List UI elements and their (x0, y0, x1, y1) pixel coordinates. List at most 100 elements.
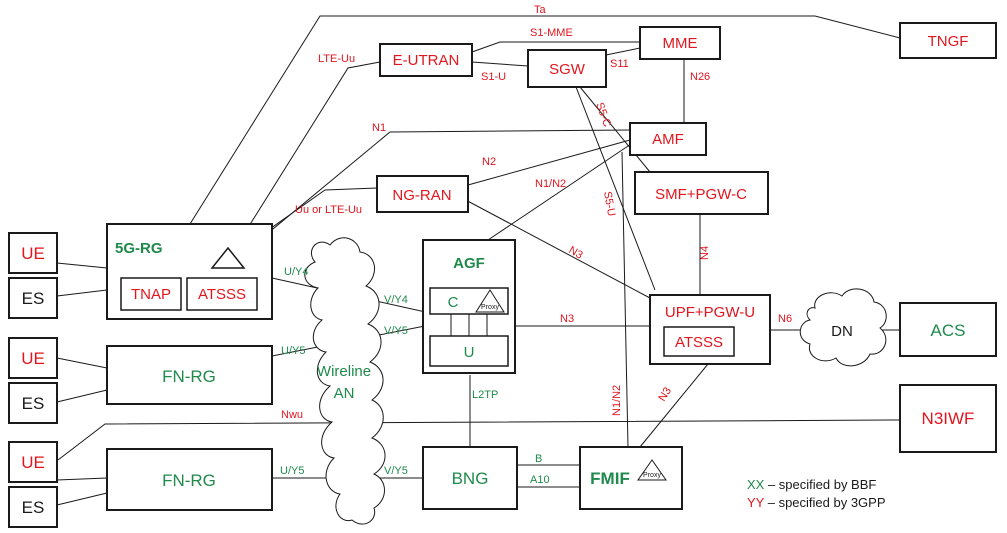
e-utran-label: E-UTRAN (393, 52, 460, 69)
l2tp-label: L2TP (472, 389, 498, 401)
es-2-label: ES (22, 394, 45, 413)
n1-label: N1 (372, 122, 386, 134)
es-1-label: ES (22, 289, 45, 308)
s1-u-link (471, 61, 529, 67)
agf-label: AGF (453, 255, 485, 272)
n3-fmif-label: N3 (656, 385, 674, 403)
ue-2-label: UE (21, 349, 45, 368)
acs-label: ACS (931, 321, 966, 340)
legend: XX – specified by BBF YY – specified by … (747, 477, 886, 510)
fmif-node[interactable]: FMIF Proxy (579, 446, 683, 510)
fn-rg-top-node[interactable]: FN-RG (106, 345, 273, 405)
ng-ran-node[interactable]: NG-RAN (376, 175, 469, 213)
fn-rg-bottom-node[interactable]: FN-RG (106, 448, 273, 511)
smf-pgw-c-node[interactable]: SMF+PGW-C (634, 171, 769, 215)
n1-n2-agf-link (487, 141, 635, 241)
n26-label: N26 (690, 71, 710, 83)
ta-link (189, 15, 901, 225)
legend-bbf: XX – specified by BBF (747, 477, 876, 492)
amf-node[interactable]: AMF (629, 122, 707, 156)
bng-label: BNG (452, 469, 489, 488)
ta-label: Ta (534, 4, 547, 16)
es-3-label: ES (22, 498, 45, 517)
s11-label: S11 (610, 58, 629, 70)
n3-fmif-link (639, 363, 709, 448)
nwu-link (57, 419, 901, 461)
v-y4-label: V/Y4 (384, 294, 408, 306)
tngf-node[interactable]: TNGF (899, 22, 997, 59)
es1-link (56, 289, 108, 297)
dn-label: DN (831, 323, 853, 340)
atsss-rg-box[interactable] (186, 277, 258, 311)
es3-link (56, 492, 108, 506)
wireline-an-label-2: AN (334, 385, 355, 402)
upf-pgw-u-node[interactable]: UPF+PGW-U ATSSS (649, 294, 771, 365)
n6-label: N6 (778, 313, 792, 325)
legend-bbf-text: – specified by BBF (764, 477, 876, 492)
nwu-label: Nwu (281, 409, 303, 421)
a10-label: A10 (530, 474, 550, 486)
v-y5-bottom-label: V/Y5 (384, 465, 408, 477)
ue-2-node[interactable]: UE (8, 337, 58, 379)
legend-3gpp-text: – specified by 3GPP (764, 495, 885, 510)
upf-pgw-u-label: UPF+PGW-U (665, 304, 755, 321)
lte-uu-link (233, 61, 381, 251)
legend-3gpp-code: YY (747, 495, 765, 510)
n3iwf-node[interactable]: N3IWF (899, 384, 997, 453)
fn-rg-bottom-label: FN-RG (162, 471, 216, 490)
n2-label: N2 (482, 156, 496, 168)
tnap-box[interactable] (120, 277, 182, 311)
fmif-label: FMIF (590, 469, 630, 488)
atsss-rg-label: ATSSS (198, 286, 246, 303)
n2-link (467, 139, 631, 186)
n1-n2-fmif-link (621, 151, 629, 448)
s5-c-link (579, 86, 651, 173)
mme-node[interactable]: MME (639, 26, 721, 60)
ue2-link (56, 357, 108, 369)
antenna-triangle-icon (210, 246, 246, 269)
e-utran-node[interactable]: E-UTRAN (379, 43, 473, 77)
s5-u-link (575, 86, 656, 291)
n3iwf-label: N3IWF (922, 409, 975, 428)
s1-u-label: S1-U (481, 71, 506, 83)
atsss-upf-label: ATSSS (675, 334, 723, 351)
es-2-node[interactable]: ES (8, 382, 58, 424)
n3-ngran-link (461, 197, 651, 299)
ue-3-node[interactable]: UE (8, 441, 58, 483)
ue1-link (56, 262, 108, 269)
n1-n2-agf-label: N1/N2 (535, 178, 566, 190)
legend-bbf-code: XX (747, 477, 765, 492)
n1-n2-fmif-label: N1/N2 (611, 385, 623, 416)
acs-node[interactable]: ACS (899, 302, 997, 357)
es-1-node[interactable]: ES (8, 277, 58, 319)
s5-u-label: S5-U (601, 190, 617, 217)
fn-rg-top-label: FN-RG (162, 367, 216, 386)
s1-mme-link (471, 41, 640, 53)
ng-ran-label: NG-RAN (392, 187, 451, 204)
agf-proxy-triangle-icon (475, 289, 505, 313)
ue3-link (56, 477, 108, 481)
ue-3-label: UE (21, 453, 45, 472)
agf-u-box[interactable] (429, 335, 509, 367)
ue-1-node[interactable]: UE (8, 232, 58, 274)
n3-ngran-label: N3 (567, 244, 585, 261)
lte-uu-label: LTE-Uu (318, 53, 355, 65)
rg-5g-label: 5G-RG (115, 240, 163, 257)
uu-or-lte-uu-label: Uu or LTE-Uu (295, 204, 362, 216)
agf-proxy-label: Proxy (481, 304, 499, 311)
es2-link (56, 389, 108, 403)
agf-u-label: U (464, 344, 475, 361)
fmif-proxy-label: Proxy (643, 472, 661, 479)
atsss-upf-box[interactable] (663, 326, 735, 357)
s5-c-label: S5-C (593, 101, 613, 129)
legend-3gpp: YY – specified by 3GPP (747, 495, 886, 510)
dn-cloud (799, 288, 887, 367)
agf-node[interactable]: AGF C Proxy U (422, 239, 516, 374)
bng-node[interactable]: BNG (422, 446, 518, 510)
sgw-node[interactable]: SGW (527, 49, 607, 88)
rg-5g-node[interactable]: 5G-RG TNAP ATSSS (106, 223, 273, 320)
wireline-an-label: Wireline (317, 363, 371, 380)
amf-label: AMF (652, 131, 684, 148)
es-3-node[interactable]: ES (8, 486, 58, 528)
